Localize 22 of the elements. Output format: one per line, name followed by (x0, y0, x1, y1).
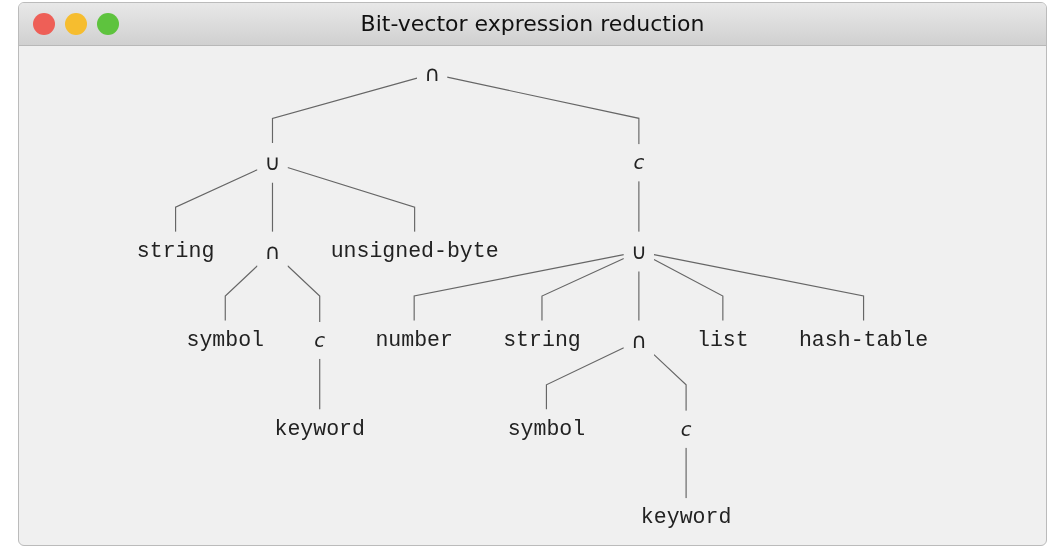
tree-branch-line (653, 258, 724, 322)
tree-branch-line (446, 76, 640, 145)
tree-branch-line (319, 358, 321, 411)
tree-branch-line (638, 270, 640, 322)
tree-branch-line (286, 265, 321, 323)
tree-branch-line (271, 77, 418, 144)
tree-branch-line (413, 253, 625, 322)
tree-branch-line (175, 169, 258, 233)
tree-branch-line (545, 347, 625, 411)
tree-branch-line (638, 180, 640, 233)
window-title: Bit-vector expression reduction (360, 11, 705, 36)
type-name-label: unsigned-byte (323, 231, 506, 272)
tree-branch-line (224, 265, 258, 322)
operator-symbol: ∪ (623, 231, 654, 272)
tree-branch-line (286, 166, 416, 233)
tree-branch-line (653, 253, 865, 322)
tree-branch-line (541, 257, 625, 322)
tree-branch-line (271, 181, 274, 233)
type-name-label: hash-table (791, 320, 936, 361)
tree-branch-line (653, 354, 687, 412)
type-name-label: string (129, 231, 222, 272)
tree-branch-line (685, 447, 687, 499)
